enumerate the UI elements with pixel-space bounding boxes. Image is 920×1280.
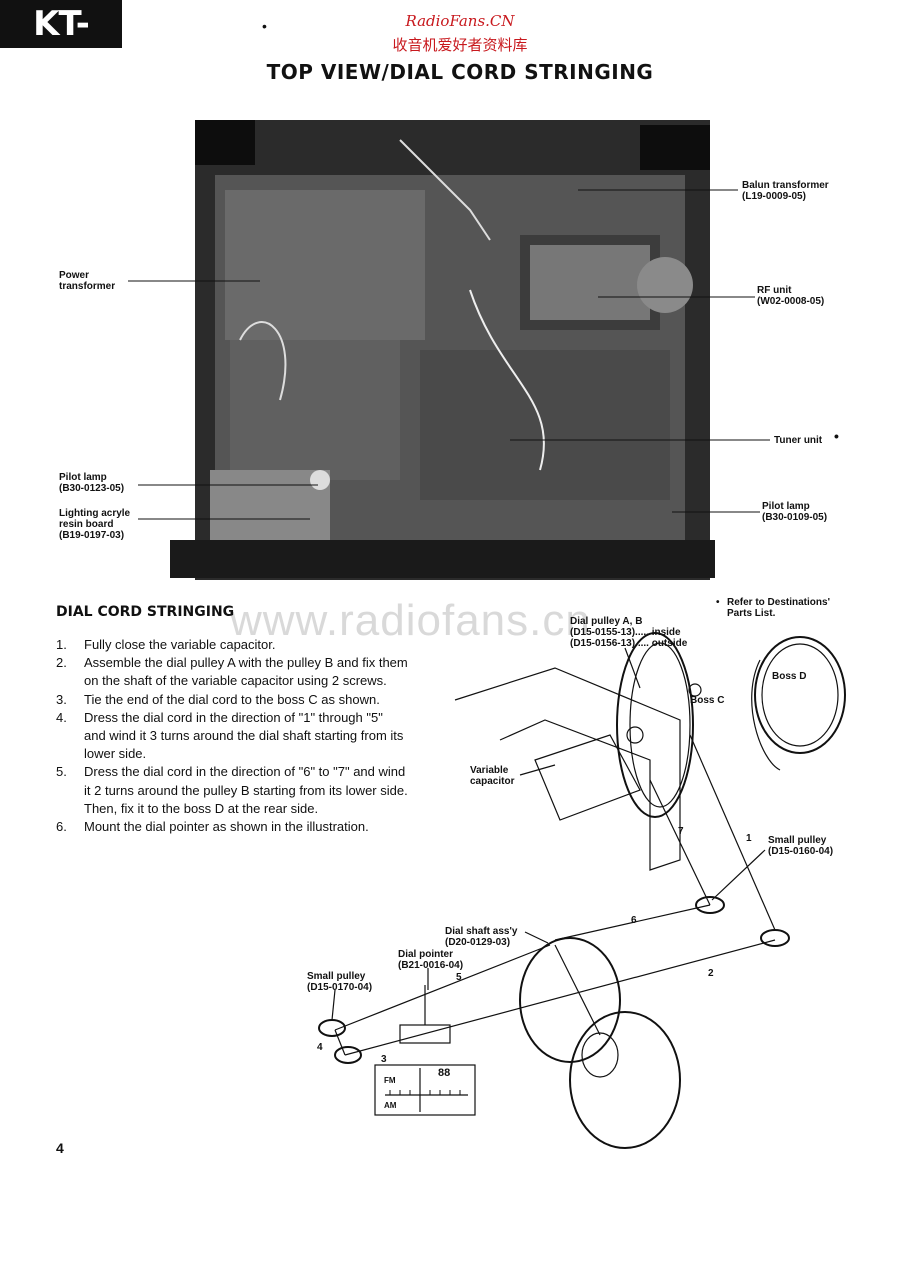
- arrow-label-4: 4: [317, 1042, 323, 1053]
- cord-segment-5: [334, 944, 551, 1031]
- cord-segment-6: [554, 904, 711, 941]
- page-title: TOP VIEW/DIAL CORD STRINGING: [266, 60, 654, 84]
- chassis-frame: [454, 667, 681, 871]
- cord-segment-7: [649, 779, 711, 906]
- label-variable-capacitor: Variable capacitor: [470, 765, 515, 787]
- label-tuner-unit: Tuner unit: [774, 435, 823, 446]
- dial-pulley-a: [616, 632, 694, 818]
- tuner-asterisk: •: [834, 428, 839, 444]
- label-dial-shaft: Dial shaft ass'y (D20-0129-03): [445, 926, 518, 948]
- label-lighting-board: Lighting acryle resin board (B19-0197-03…: [59, 508, 131, 541]
- label-small-pulley-right: Small pulley (D15-0160-04): [768, 835, 834, 857]
- label-boss-d: Boss D: [772, 671, 807, 682]
- label-balun-transformer: Balun transformer (L19-0009-05): [742, 180, 829, 202]
- pulley-hub: [626, 726, 644, 744]
- step-item: 5.Dress the dial cord in the direction o…: [56, 764, 408, 816]
- instruction-steps: 1.Fully close the variable capacitor. 2.…: [56, 636, 408, 836]
- tick-marks: [389, 1090, 461, 1095]
- boss-c: [688, 683, 702, 697]
- chassis-photo: [170, 120, 715, 580]
- flywheel: [519, 937, 621, 1063]
- cord-segment-4: [334, 1029, 346, 1056]
- step-item: 1.Fully close the variable capacitor.: [56, 637, 276, 652]
- small-pulley-right-top: [695, 896, 725, 914]
- arrow-label-1: 1: [746, 833, 752, 844]
- watermark: www.radiofans.cn: [230, 596, 591, 645]
- label-boss-c: Boss C: [690, 695, 725, 706]
- label-pilot-lamp-left: Pilot lamp (B30-0123-05): [59, 472, 125, 494]
- label-small-pulley-left: Small pulley (D15-0170-04): [307, 971, 373, 993]
- arrow-label-5: 5: [456, 972, 462, 983]
- dial-pulley-b: [629, 642, 691, 808]
- arrow-label-3: 3: [381, 1054, 387, 1065]
- label-rf-unit: RF unit (W02-0008-05): [757, 285, 825, 307]
- section-title: DIAL CORD STRINGING: [56, 604, 235, 620]
- label-dial-pointer: Dial pointer (B21-0016-04): [398, 949, 464, 971]
- arrow-label-7: 7: [678, 826, 684, 837]
- step-item: 3.Tie the end of the dial cord to the bo…: [56, 691, 380, 707]
- scale-value: 88: [438, 1067, 451, 1079]
- step-item: 4.Dress the dial cord in the direction o…: [56, 709, 404, 762]
- scale-fm: FM: [384, 1076, 396, 1085]
- label-refer-note: Refer to Destinations' Parts List.: [727, 597, 830, 619]
- step-item: 2.Assemble the dial pulley A with the pu…: [56, 655, 408, 689]
- site-name: RadioFans.CN: [405, 12, 515, 30]
- label-power-transformer: Power transformer: [59, 270, 116, 292]
- rear-cord: [751, 659, 781, 771]
- rear-pulley: [754, 636, 846, 754]
- site-subtitle: 收音机爱好者资料库: [392, 36, 528, 54]
- label-pilot-lamp-right: Pilot lamp (B30-0109-05): [762, 501, 828, 523]
- small-pulley-right-bottom: [760, 929, 790, 947]
- arrow-label-2: 2: [708, 968, 714, 979]
- page-number: 4: [56, 1140, 64, 1156]
- top-view-leaders: [128, 189, 770, 520]
- tuning-knob: [569, 1011, 681, 1149]
- small-pulley-left-bottom: [334, 1046, 362, 1064]
- refer-note-asterisk: •: [716, 597, 720, 608]
- label-dial-pulley: Dial pulley A, B (D15-0155-13)..... insi…: [570, 616, 688, 649]
- knob-cap: [581, 1032, 619, 1078]
- step-item: 6.Mount the dial pointer as shown in the…: [56, 819, 369, 835]
- dial-scale-window: [374, 1064, 476, 1116]
- arrow-label-6: 6: [631, 915, 637, 926]
- variable-capacitor-body: [534, 734, 641, 821]
- scale-am: AM: [384, 1101, 397, 1110]
- cord-segment-2: [344, 939, 776, 1056]
- model-badge: KT-7500: [0, 0, 122, 92]
- dial-shaft: [554, 944, 601, 1036]
- bullet-dot: •: [262, 18, 267, 34]
- cord-segment-1: [689, 734, 776, 931]
- rear-pulley-inner: [761, 643, 839, 747]
